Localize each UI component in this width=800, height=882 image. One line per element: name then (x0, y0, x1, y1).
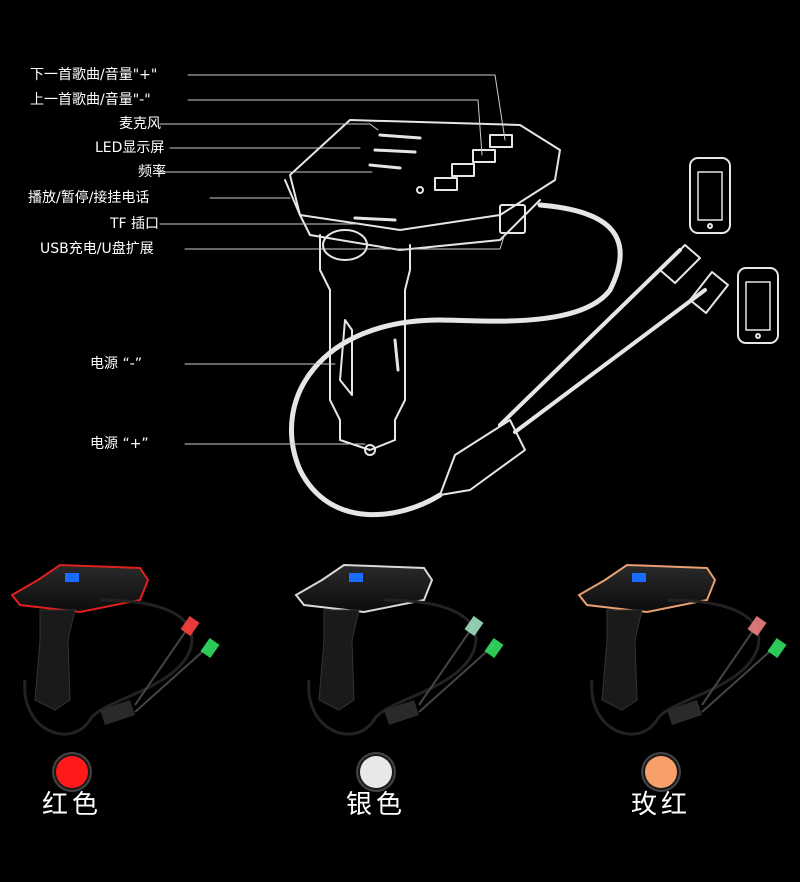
prev-button (472, 149, 496, 163)
usb-port (499, 204, 526, 234)
callout-prev-track: 上一首歌曲/音量"-" (30, 92, 151, 108)
callout-tf-slot: TF 插口 (110, 216, 160, 232)
product-photo-red (10, 563, 220, 736)
charger-head-base (299, 199, 541, 251)
next-button (489, 134, 513, 148)
callout-play-pause: 播放/暂停/接挂电话 (28, 190, 150, 206)
callout-usb: USB充电/U盘扩展 (40, 241, 154, 257)
cable-splitter (439, 419, 526, 496)
charger-head-outline (289, 119, 561, 231)
lightning-connector (659, 244, 701, 284)
led-digits (368, 133, 422, 170)
phone-icon (689, 157, 731, 234)
callout-next-track: 下一首歌曲/音量"+" (30, 67, 158, 83)
cable (289, 202, 623, 518)
callout-frequency: 频率 (138, 164, 166, 180)
callout-led-display: LED显示屏 (95, 140, 165, 156)
play-button (434, 177, 458, 191)
product-photo-rose (577, 563, 787, 736)
freq-button (451, 163, 475, 177)
callout-power-negative: 电源 “-” (90, 356, 143, 372)
swatch-red (56, 756, 88, 788)
tf-slot (353, 216, 397, 222)
callout-microphone: 麦克风 (119, 116, 161, 132)
variant-name-rose: 玫红 (631, 790, 692, 820)
swatch-rose (645, 756, 677, 788)
charger-stem (319, 234, 411, 451)
variant-name-silver: 银色 (346, 790, 407, 820)
phone-icon (737, 267, 779, 344)
micro-usb-connector (689, 271, 729, 314)
product-photo-silver (294, 563, 504, 736)
swatch-silver (360, 756, 392, 788)
variant-name-red: 红色 (42, 790, 103, 820)
callout-power-positive: 电源 “+” (90, 436, 149, 452)
